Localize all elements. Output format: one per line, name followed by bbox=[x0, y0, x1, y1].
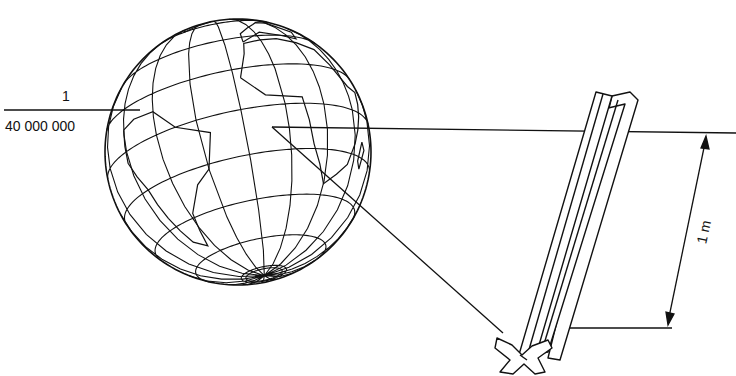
arrow-head bbox=[666, 312, 674, 325]
fraction-numerator: 1 bbox=[62, 89, 70, 103]
coastline bbox=[184, 22, 211, 32]
projection-line bbox=[272, 127, 503, 333]
pole-circle bbox=[246, 268, 282, 282]
globe-outline bbox=[105, 19, 371, 285]
globe bbox=[105, 19, 371, 285]
graticule bbox=[107, 19, 370, 284]
coastline bbox=[124, 112, 211, 246]
coastline bbox=[358, 142, 364, 169]
coastline bbox=[240, 23, 296, 42]
meter-prototype-bar bbox=[495, 92, 638, 374]
coastline bbox=[241, 39, 359, 184]
fraction-denominator: 40 000 000 bbox=[5, 119, 75, 133]
extension-line bbox=[556, 327, 672, 328]
projection-line bbox=[272, 127, 736, 133]
arrow-head bbox=[701, 136, 709, 149]
dimension-label: 1 m bbox=[695, 219, 714, 245]
fraction-line bbox=[4, 109, 140, 110]
